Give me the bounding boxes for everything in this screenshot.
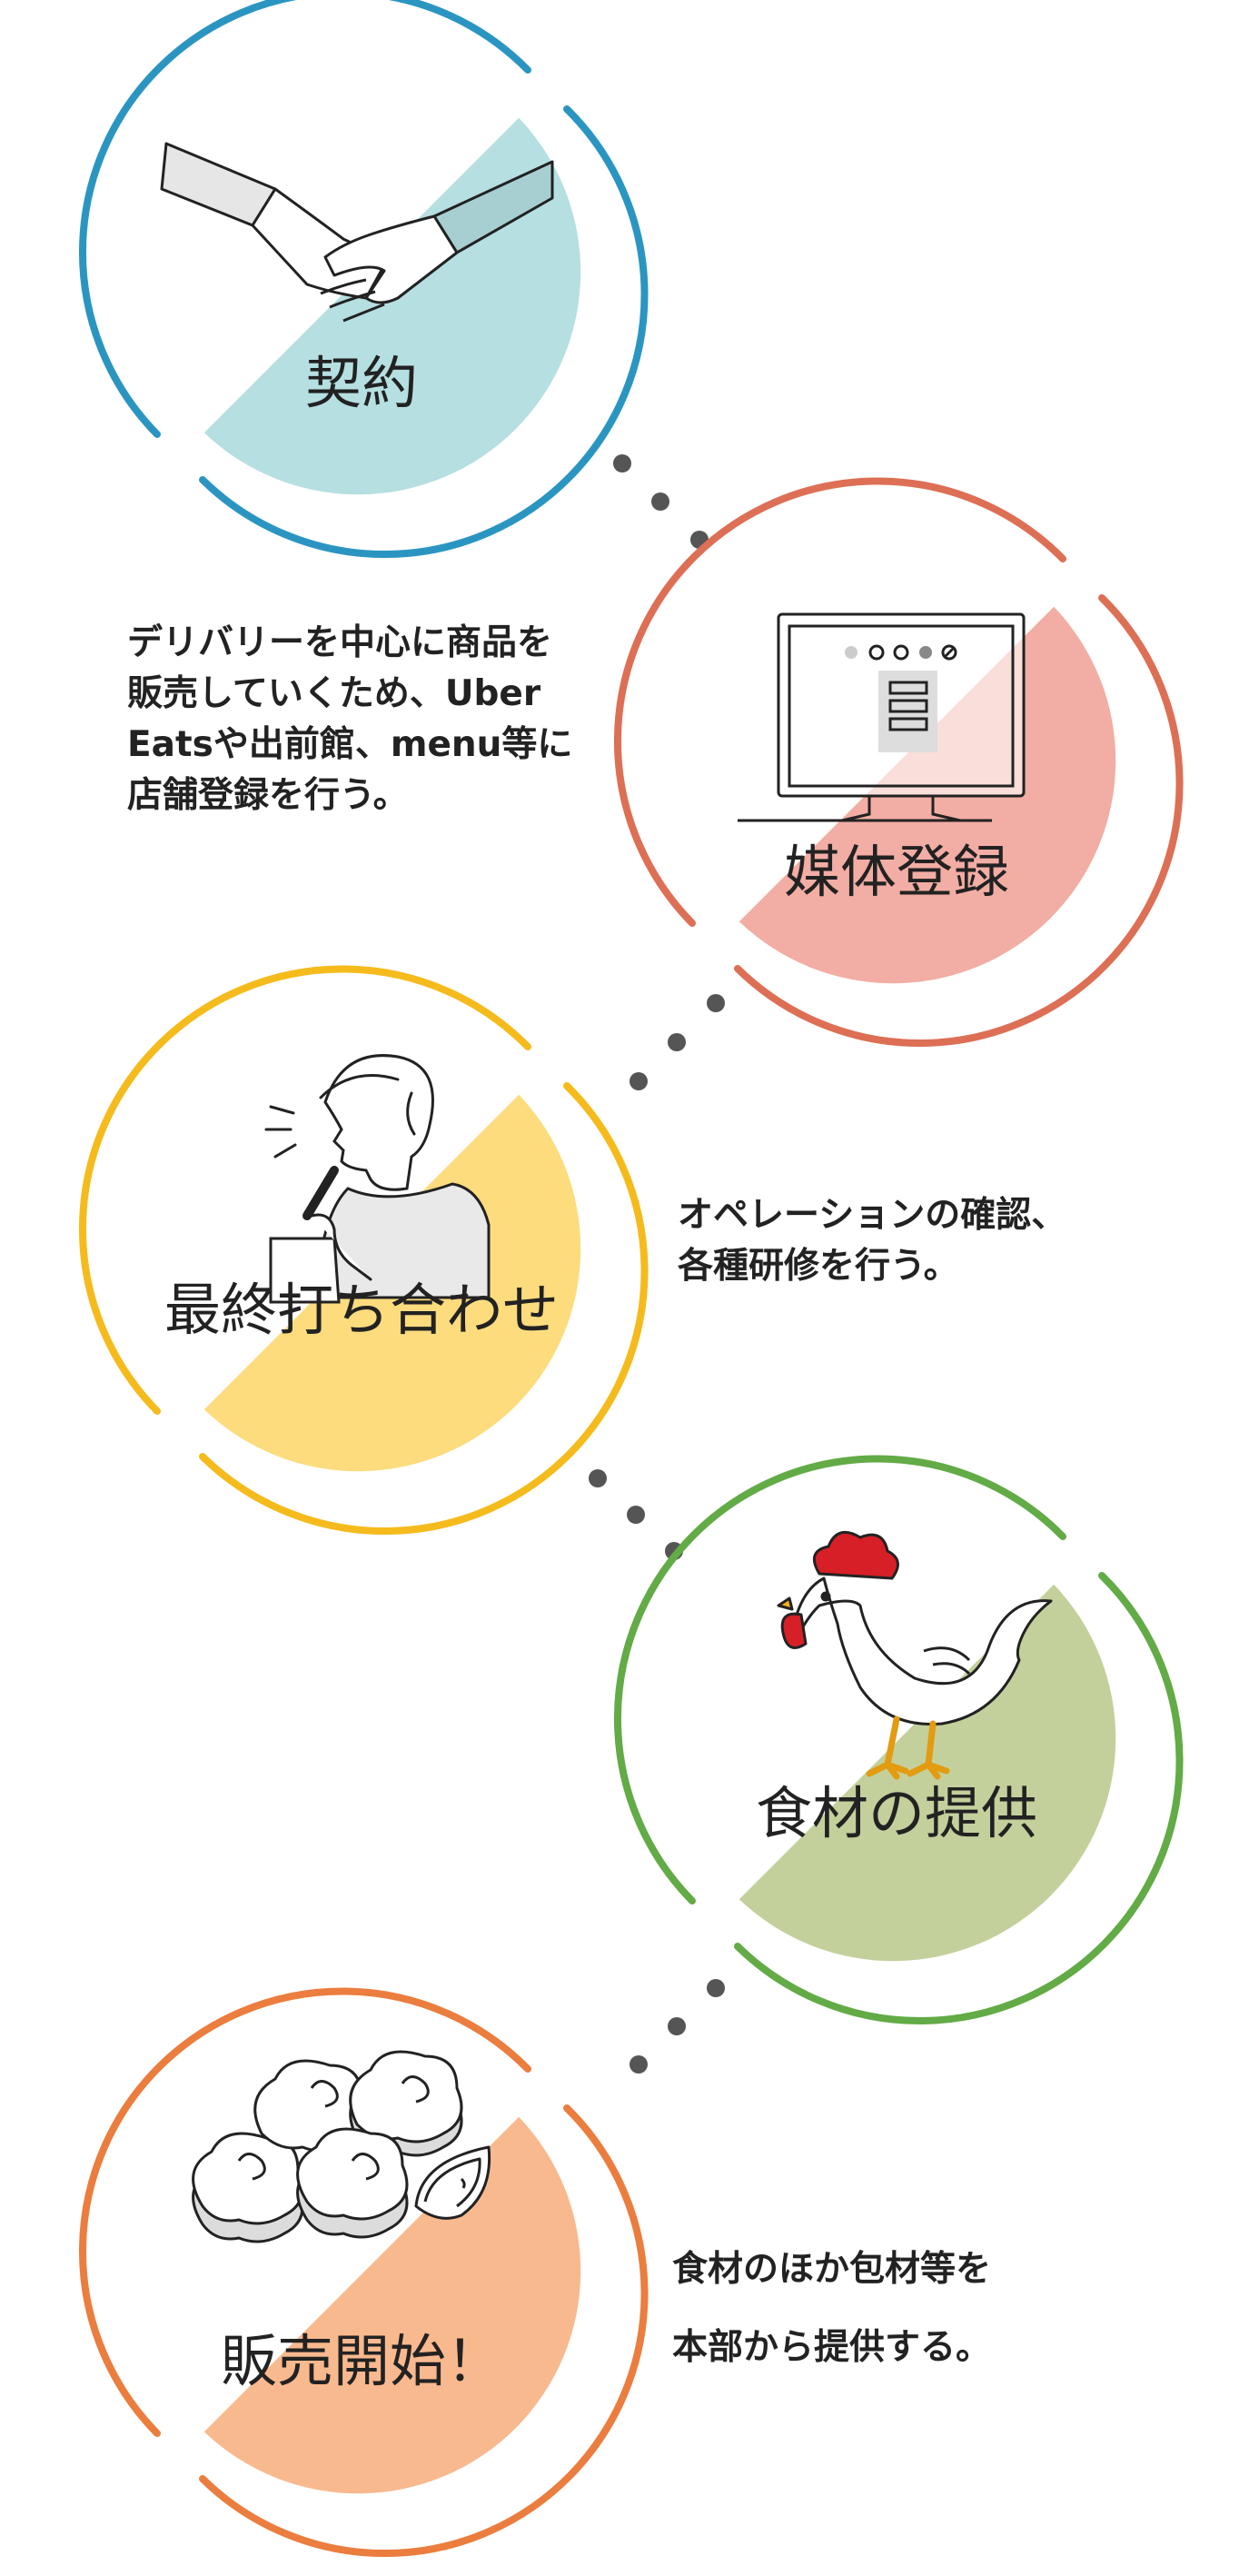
monitor-icon bbox=[738, 612, 1026, 822]
connector-dot bbox=[589, 1469, 607, 1487]
step-title: 契約 bbox=[305, 350, 418, 416]
step-contract: 契約 bbox=[78, 0, 649, 559]
connector-dot bbox=[627, 1506, 645, 1524]
step-ingredient-supply: 食材の提供 bbox=[613, 1455, 1184, 2025]
fried-chicken-icon bbox=[192, 2050, 491, 2243]
connector-dot bbox=[668, 1033, 686, 1051]
step-ring bbox=[199, 105, 649, 559]
description-line: 食材のほか包材等を bbox=[672, 2249, 992, 2290]
connector-dot bbox=[630, 2055, 648, 2074]
description-supply: 食材のほか包材等を 本部から提供する。 bbox=[672, 2231, 991, 2387]
step-title: 販売開始！ bbox=[221, 2328, 502, 2394]
connector-dot bbox=[707, 1979, 725, 1997]
step-fill bbox=[203, 2116, 581, 2494]
connector-dot bbox=[651, 492, 669, 511]
step-title: 媒体登録 bbox=[784, 839, 1009, 905]
step-fill bbox=[739, 1584, 1116, 1962]
description-line: Eatsや出前館、menu等に bbox=[127, 724, 573, 765]
step-ring bbox=[78, 1987, 531, 2437]
step-ring bbox=[78, 965, 531, 1415]
description-line: 各種研修を行う。 bbox=[678, 1246, 959, 1287]
connector-4-5 bbox=[630, 1979, 725, 2074]
description-line: 店舗登録を行う。 bbox=[127, 775, 409, 816]
step-ring bbox=[613, 1455, 1066, 1905]
description-line: 本部から提供する。 bbox=[672, 2327, 992, 2368]
connector-dot bbox=[707, 994, 725, 1012]
connector-dot bbox=[613, 454, 631, 472]
connector-dot bbox=[630, 1072, 648, 1090]
step-title: 最終打ち合わせ bbox=[164, 1277, 559, 1343]
step-ring bbox=[199, 2104, 649, 2558]
description-line: デリバリーを中心に商品を bbox=[127, 622, 553, 663]
handshake-icon bbox=[160, 142, 554, 323]
connector-dot bbox=[668, 2017, 686, 2035]
step-ring bbox=[78, 0, 531, 438]
step-ring bbox=[734, 1572, 1184, 2025]
description-line: 販売していくため、Uber bbox=[127, 673, 541, 714]
connector-2-3 bbox=[630, 994, 725, 1090]
step-final-meeting: 最終打ち合わせ bbox=[78, 965, 649, 1536]
description-line: オペレーションの確認、 bbox=[678, 1195, 1067, 1236]
step-ring bbox=[734, 594, 1184, 1048]
step-ring bbox=[199, 1082, 649, 1536]
step-sales-start: 販売開始！ bbox=[78, 1987, 649, 2558]
person-speaking-icon bbox=[264, 1054, 491, 1304]
step-media-registration: 媒体登録 bbox=[613, 477, 1184, 1048]
connector-1-2 bbox=[613, 454, 709, 549]
step-ring bbox=[613, 477, 1066, 927]
rooster-icon bbox=[777, 1530, 1053, 1780]
step-title: 食材の提供 bbox=[756, 1780, 1037, 1846]
description-meeting: オペレーションの確認、 各種研修を行う。 bbox=[678, 1190, 1066, 1292]
connector-3-4 bbox=[589, 1469, 683, 1560]
connector-dots bbox=[589, 454, 725, 2074]
description-registration: デリバリーを中心に商品を 販売していくため、Uber Eatsや出前館、menu… bbox=[127, 618, 572, 821]
